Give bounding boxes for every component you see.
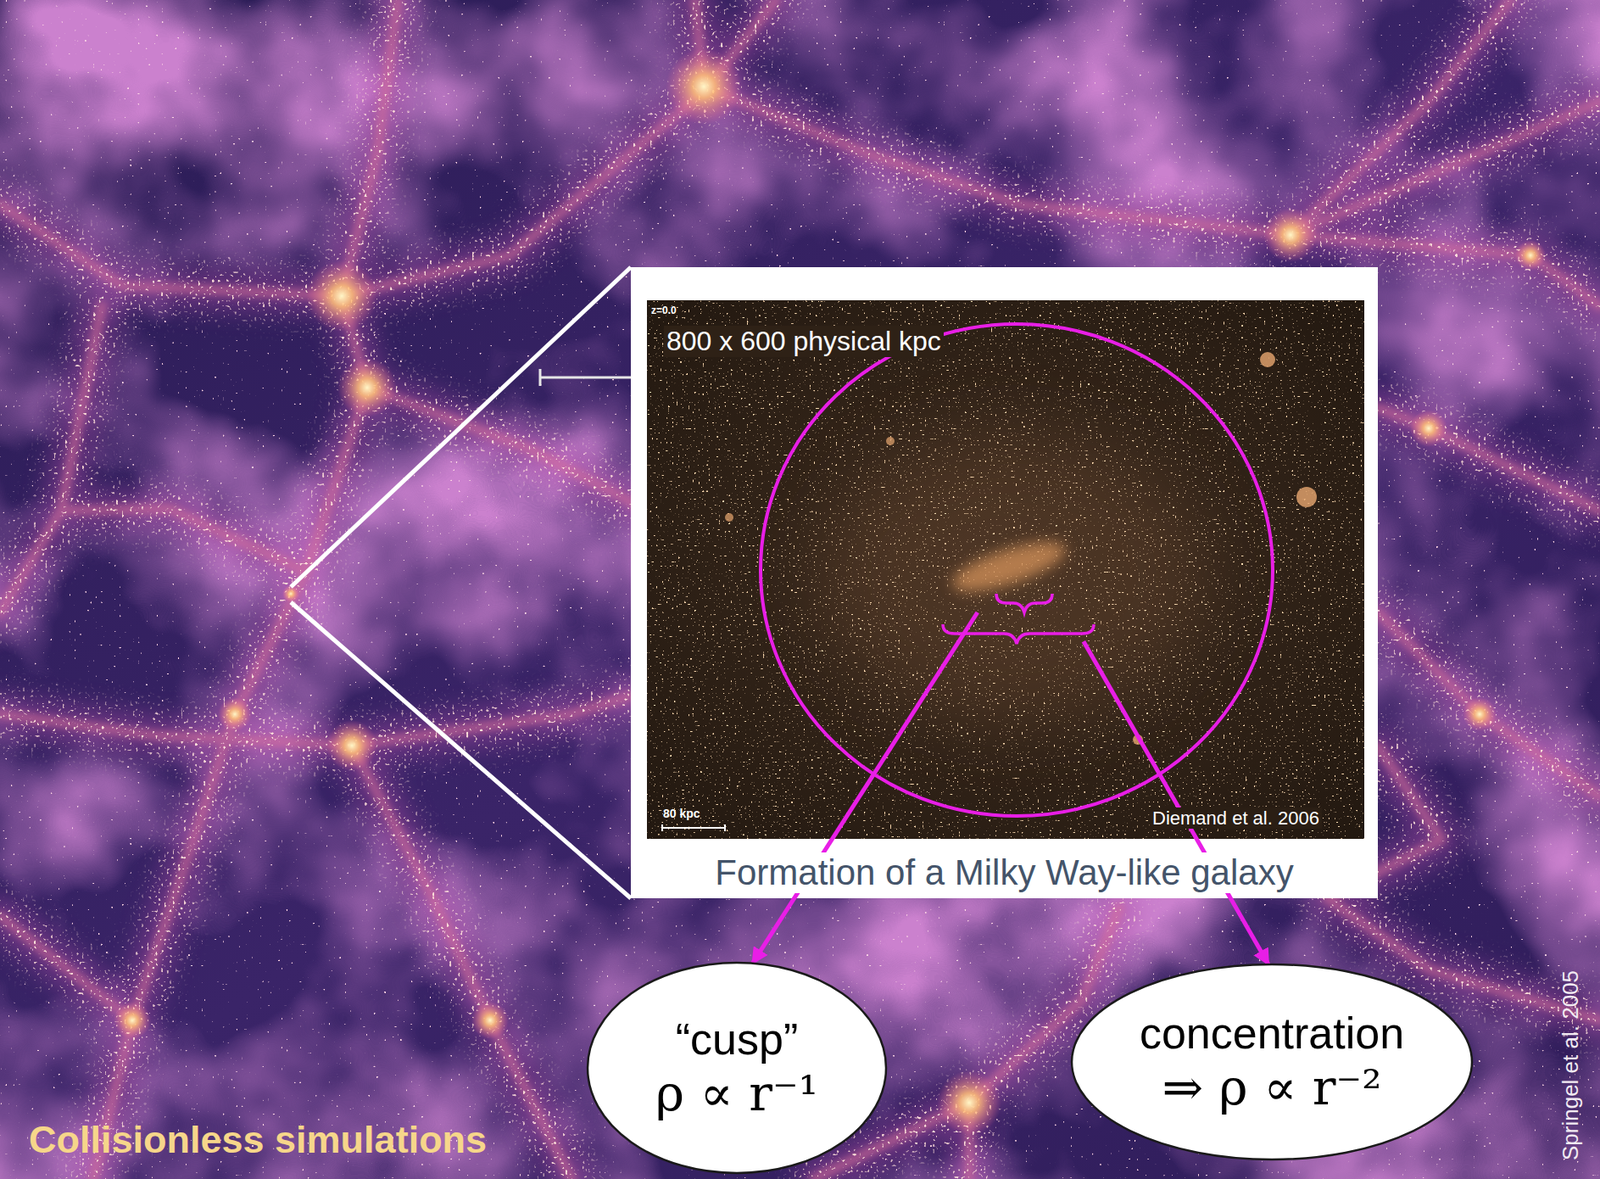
subhalo — [724, 512, 734, 522]
cusp-brace — [996, 593, 1053, 613]
slide-label: Collisionless simulations — [28, 1117, 487, 1162]
ellipse-shape — [587, 962, 887, 1173]
zoom-arrow — [1083, 641, 1269, 965]
cluster-glow — [1462, 696, 1497, 731]
ellipse-shape — [1071, 964, 1472, 1160]
subhalos — [646, 300, 1365, 839]
profile-ellipse: “cusp”ρ ∝ r⁻¹ — [585, 960, 888, 1175]
cluster-glow — [936, 1070, 1002, 1135]
cluster-glow — [1515, 239, 1546, 271]
density-law: ⇒ ρ ∝ r⁻² — [1162, 1059, 1383, 1116]
zoom-lines — [290, 267, 631, 898]
cluster-glow — [1410, 409, 1448, 447]
subhalo — [1259, 351, 1276, 368]
redshift-label: z=0.0 — [651, 305, 677, 318]
zoom-arrow — [752, 612, 978, 964]
scale-marker-line — [540, 376, 631, 380]
profile-name: “cusp” — [675, 1014, 798, 1065]
zoom-line — [290, 602, 631, 898]
scale-bar — [662, 824, 725, 831]
inset-frame — [630, 267, 1378, 898]
cluster-glow — [326, 719, 378, 771]
halo-image — [646, 300, 1365, 839]
galaxy-core — [947, 531, 1071, 601]
cluster-glow — [337, 357, 397, 418]
virial-circle — [760, 323, 1273, 816]
cluster-glow — [1263, 207, 1318, 263]
density-law: ρ ∝ r⁻¹ — [655, 1064, 819, 1122]
profile-ellipse: concentration⇒ ρ ∝ r⁻² — [1070, 962, 1474, 1161]
scale-bar-tick — [724, 824, 726, 831]
image-size-label: 800 x 600 physical kpc — [663, 325, 944, 357]
credit-label: Springel et al. 2005 — [1558, 970, 1584, 1160]
cluster-glow — [471, 1001, 509, 1039]
cluster-glow — [306, 260, 378, 332]
scale-bar-line — [662, 826, 725, 829]
cluster-glow — [665, 48, 742, 125]
inset-caption: Formation of a Milky Way-like galaxy — [711, 852, 1297, 893]
cluster-glow — [113, 1001, 151, 1039]
zoom-line — [290, 267, 631, 587]
inset-panel: Formation of a Milky Way-like galaxy — [630, 267, 1378, 898]
inset-image — [630, 267, 1378, 898]
credit-label: Diemand et al. 2006 — [1149, 807, 1322, 829]
scale-bar-tick — [661, 824, 664, 831]
profile-name: concentration — [1139, 1008, 1405, 1060]
scale-marker-tick — [539, 368, 542, 386]
cluster-glow — [282, 585, 300, 603]
subhalo — [1296, 486, 1317, 508]
scale-marker — [540, 368, 631, 386]
scale-label: 80 kpc — [663, 806, 701, 820]
cluster-glow — [217, 696, 252, 731]
bright-subhalos — [724, 351, 1317, 745]
subhalo — [886, 436, 895, 446]
